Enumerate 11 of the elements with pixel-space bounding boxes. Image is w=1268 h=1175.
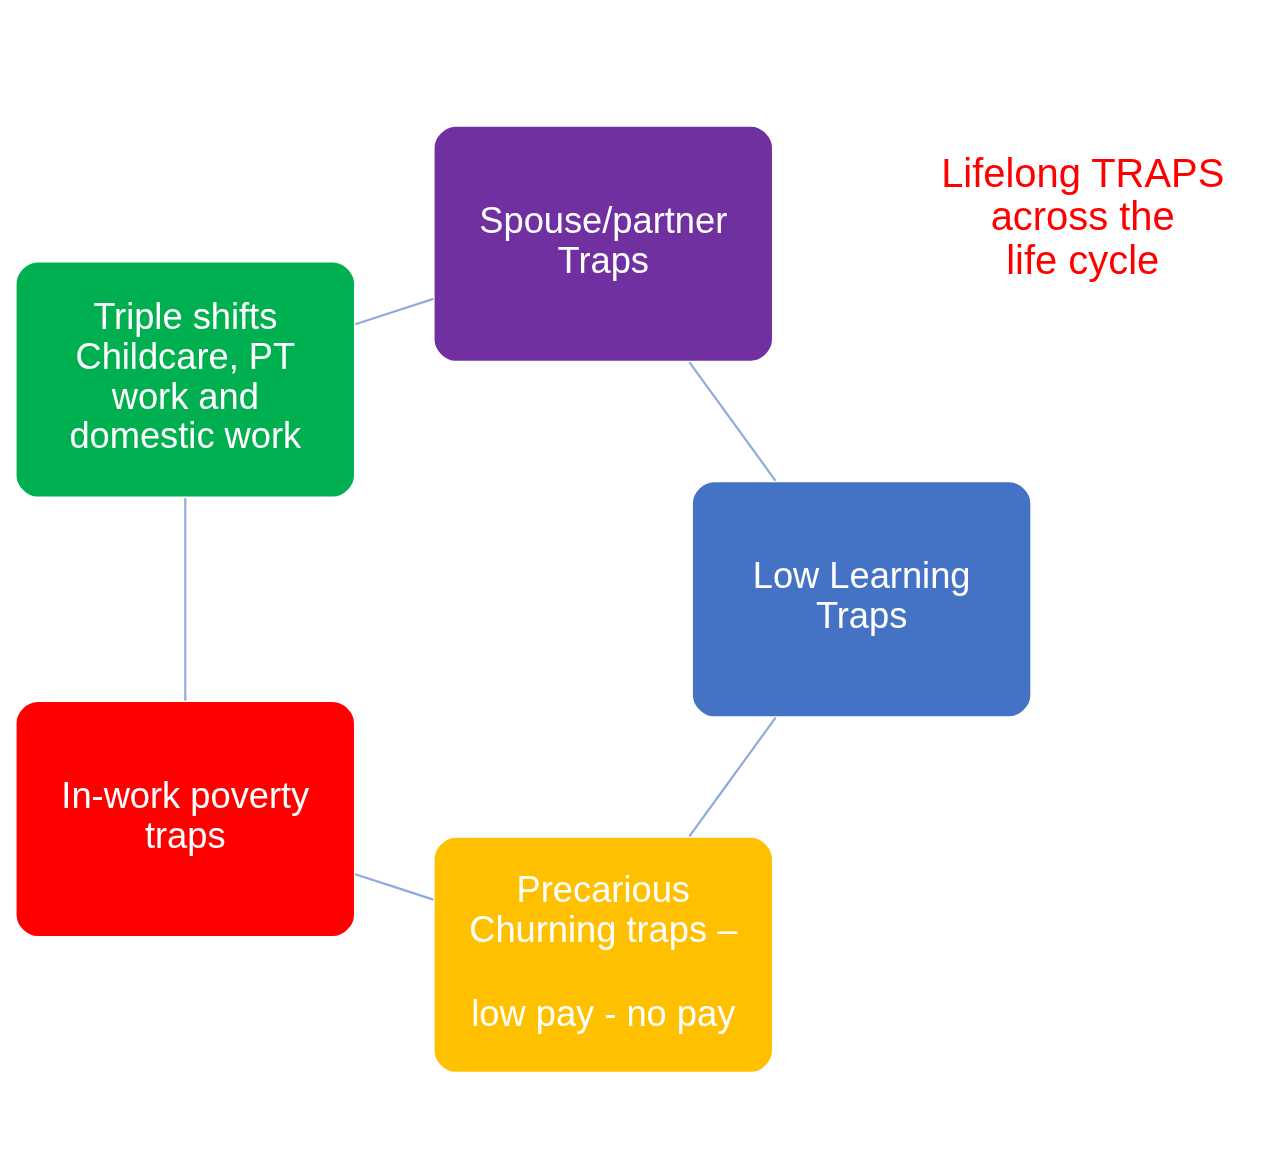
node-box: Triple shifts Childcare, PT work and domestic work <box>14 260 356 499</box>
connector <box>354 297 434 326</box>
connector <box>688 717 777 837</box>
connector <box>688 361 777 482</box>
node-box: In-work poverty traps <box>14 700 356 938</box>
node-box: Low Learning Traps <box>691 480 1033 719</box>
label: Lifelong TRAPS across the life cycle <box>941 150 1225 282</box>
node-box: Precarious Churning traps – low pay - no pay <box>432 836 774 1074</box>
connector <box>184 498 187 701</box>
connector <box>354 873 434 901</box>
node-box: Spouse/partner Traps <box>432 124 774 363</box>
